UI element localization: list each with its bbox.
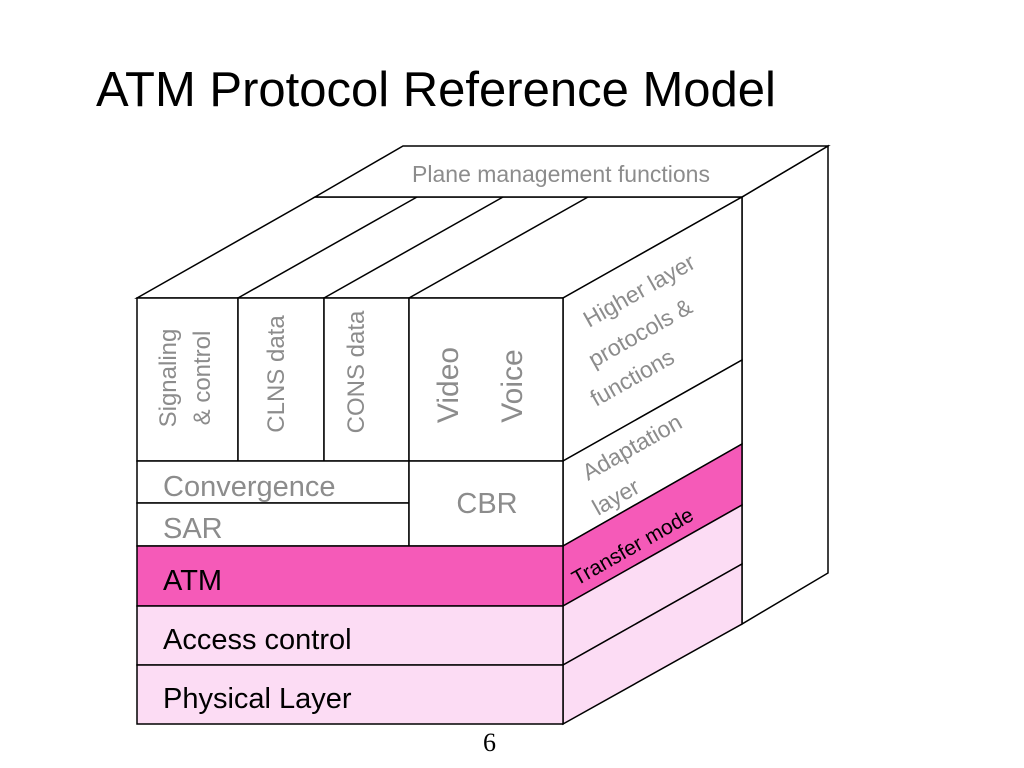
voice-label: Voice <box>496 349 529 422</box>
column-signaling <box>136 297 239 462</box>
clns-label: CLNS data <box>263 315 290 433</box>
signaling-label-line1: Signaling <box>155 329 182 428</box>
management-plane-side <box>741 144 829 626</box>
physical-layer-label: Physical Layer <box>163 683 352 715</box>
top-divider-3 <box>408 196 589 299</box>
video-label: Video <box>432 347 465 423</box>
layer-cbr <box>408 460 564 547</box>
page-number: 6 <box>483 728 496 757</box>
plane-management-strip <box>312 145 831 198</box>
top-divider-1 <box>237 196 418 299</box>
signaling-label-line2: & control <box>189 331 216 426</box>
plane-management-label: Plane management functions <box>412 161 710 187</box>
cbr-label: CBR <box>456 488 517 520</box>
access-control-label: Access control <box>163 624 352 656</box>
column-video-voice <box>408 297 564 462</box>
layer-physical <box>136 664 564 725</box>
convergence-label: Convergence <box>163 471 336 503</box>
cons-label: CONS data <box>343 310 370 433</box>
atm-label: ATM <box>163 565 222 597</box>
layer-sar <box>136 502 410 547</box>
slide-title: ATM Protocol Reference Model <box>96 63 776 117</box>
sar-label: SAR <box>163 513 223 545</box>
column-clns <box>237 297 325 462</box>
layer-atm <box>136 545 564 607</box>
top-divider-2 <box>323 196 504 299</box>
